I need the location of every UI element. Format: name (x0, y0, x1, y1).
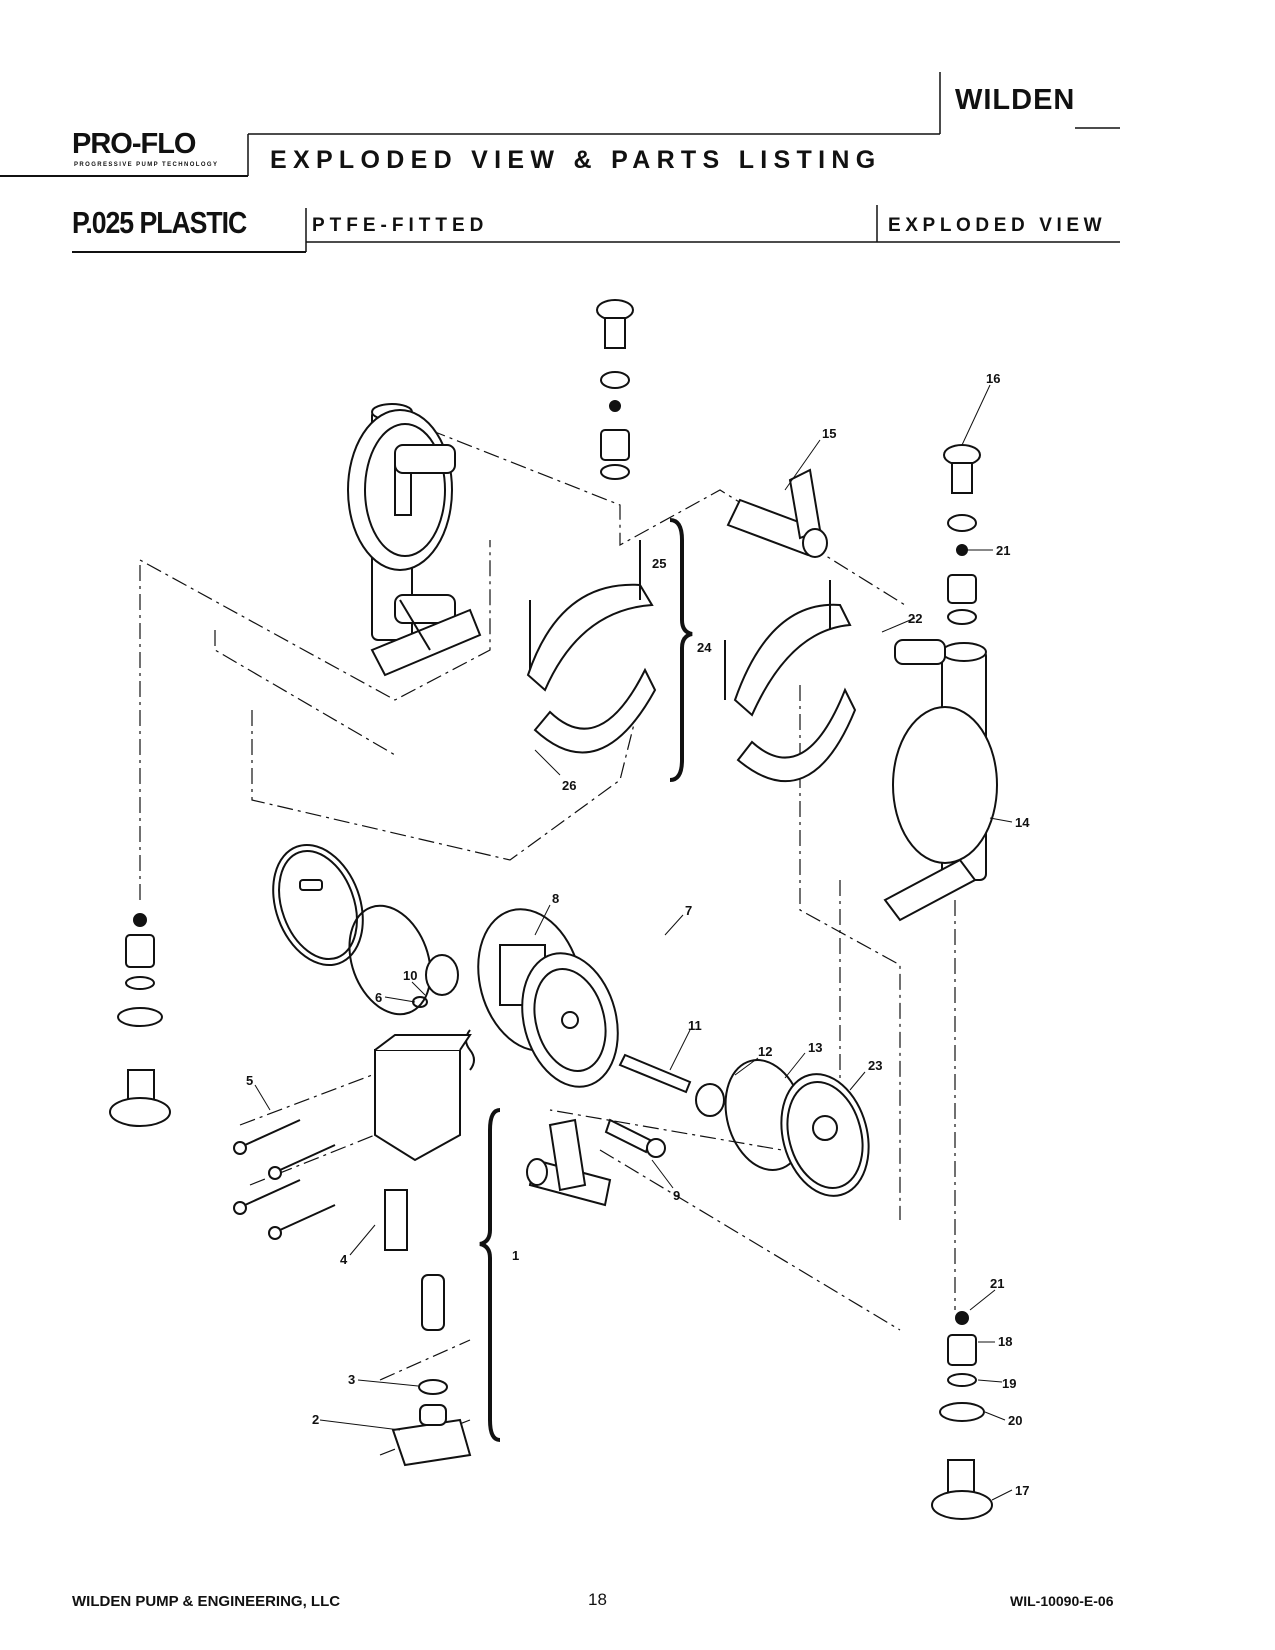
model-title: P.025 PLASTIC (72, 205, 247, 240)
page-number: 18 (588, 1590, 607, 1609)
callout-5: 5 (246, 1073, 253, 1088)
callout-17: 17 (1015, 1483, 1029, 1498)
footer-company: WILDEN PUMP & ENGINEERING, LLC (72, 1593, 341, 1610)
page-title: EXPLODED VIEW & PARTS LISTING (270, 146, 882, 174)
leader-lines (254, 384, 1013, 1501)
callout-8: 8 (552, 891, 559, 906)
callout-1: 1 (512, 1248, 519, 1263)
callout-24: 24 (697, 640, 712, 655)
top-valve-stack (596, 299, 634, 480)
callout-21-bottom: 21 (990, 1276, 1004, 1291)
callout-18: 18 (998, 1334, 1012, 1349)
proflo-logo: PRO-FLO (72, 128, 196, 160)
right-valve-stack-bottom (931, 1311, 993, 1520)
view-subtitle: EXPLODED VIEW (888, 215, 1107, 236)
callout-22: 22 (908, 611, 922, 626)
callout-9: 9 (673, 1188, 680, 1203)
callout-23: 23 (868, 1058, 882, 1073)
document-code: WIL-10090-E-06 (1010, 1593, 1114, 1609)
callout-14: 14 (1015, 815, 1030, 830)
shaft-and-pilot (604, 1053, 870, 1197)
callout-20: 20 (1008, 1413, 1022, 1428)
callout-4: 4 (340, 1252, 348, 1267)
left-liquid-chamber (347, 403, 482, 677)
callout-25: 25 (652, 556, 666, 571)
callout-13: 13 (808, 1040, 822, 1055)
fitting-subtitle: PTFE-FITTED (312, 215, 489, 236)
callout-6: 6 (375, 990, 382, 1005)
air-valve-assembly (374, 1034, 472, 1467)
right-liquid-chamber (883, 639, 998, 922)
callout-26: 26 (562, 778, 576, 793)
callout-3: 3 (348, 1372, 355, 1387)
bolts (233, 1119, 336, 1240)
callout-7: 7 (685, 903, 692, 918)
wilden-logo: WILDEN (955, 84, 1076, 116)
callout-21-top: 21 (996, 543, 1010, 558)
left-diaphragm-parts (272, 843, 459, 1016)
callout-16: 16 (986, 371, 1000, 386)
header-rules (0, 72, 1120, 253)
callout-19: 19 (1002, 1376, 1016, 1391)
callout-12: 12 (758, 1044, 772, 1059)
callout-2: 2 (312, 1412, 319, 1427)
callout-labels: 1 2 3 4 5 6 7 8 9 10 11 12 13 14 15 16 1… (246, 371, 1030, 1498)
left-valve-stack (109, 913, 171, 1127)
suction-tee (526, 1118, 612, 1207)
callout-15: 15 (822, 426, 836, 441)
center-section (465, 908, 619, 1088)
callout-11: 11 (688, 1018, 702, 1033)
discharge-manifold (726, 468, 828, 558)
proflo-tagline: PROGRESSIVE PUMP TECHNOLOGY (74, 162, 219, 168)
clamp-bands (526, 540, 857, 783)
right-valve-stack-top (943, 444, 981, 625)
callout-10: 10 (403, 968, 417, 983)
braces (479, 518, 693, 1442)
